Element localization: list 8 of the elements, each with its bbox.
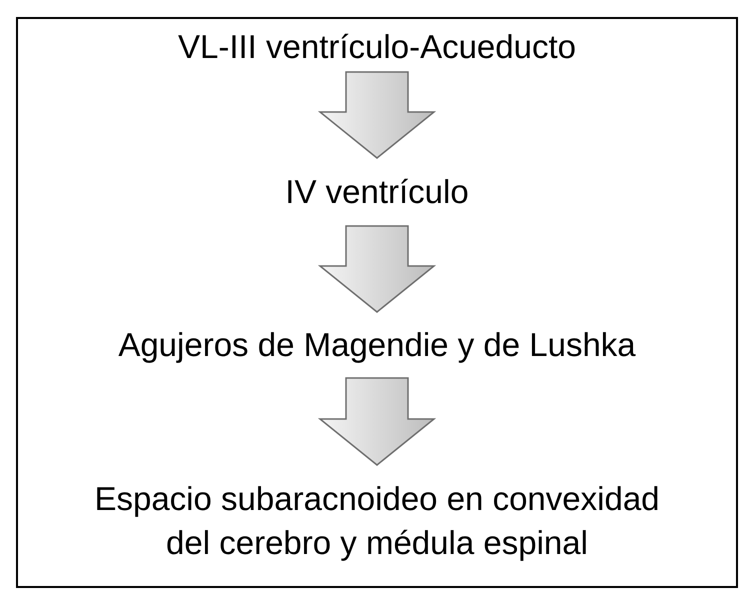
- block-arrow: [318, 225, 436, 313]
- frame-box: [16, 17, 738, 588]
- step-label: Espacio subaracnoideo en convexidad del cerebro y médula espinal: [93, 479, 661, 563]
- step-label: VL-III ventrículo-Acueducto: [178, 27, 576, 67]
- step-label: Agujeros de Magendie y de Lushka: [118, 325, 636, 365]
- block-arrow: [318, 377, 436, 466]
- step-label: IV ventrículo: [285, 172, 469, 212]
- block-arrow: [318, 71, 436, 159]
